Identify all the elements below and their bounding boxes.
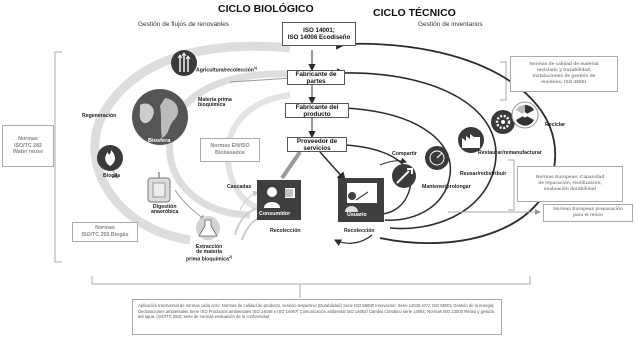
maintain-label: Mantener/prolongar (422, 184, 471, 190)
left-bracket (54, 51, 62, 263)
anaerobic-digestion-label: Digestión anaeróbica (151, 204, 179, 216)
tech-cycle-title: CICLO TÉCNICO (373, 7, 456, 19)
norms-recycled-material-box: Normas de calidad de material reciclado … (510, 56, 618, 92)
collection-tech-label: Recolección (344, 228, 375, 234)
right-bracket-top (500, 61, 507, 101)
right-bracket-mid (508, 159, 515, 211)
consumer-label: Consumidor (259, 211, 291, 217)
remanufacture-label: Restaurar/remanufacturar (478, 150, 542, 156)
product-manufacturer-box: Fabricante del producto (285, 103, 349, 118)
tech-cycle-subtitle: Gestión de inventarios (418, 21, 483, 28)
consumer-icon (257, 180, 301, 220)
biosphere-label: Biosfera (148, 138, 171, 144)
extraction-flask-icon (196, 216, 220, 240)
tech-arc-remanufacture (336, 68, 497, 230)
factory-icon (458, 127, 484, 153)
agriculture-label: Agricultura/recolección1) (196, 66, 258, 74)
biosphere-globe-icon (132, 89, 188, 145)
user-presenter-icon (338, 178, 384, 222)
reuse-label: Reusar/redistribuir (460, 171, 507, 177)
cascades-label: Cascadas (227, 184, 252, 190)
bottom-bracket (91, 276, 531, 285)
bio-cycle-subtitle: Gestión de flujos de renovables (138, 21, 230, 28)
transversal-norms-box: Aplicación transversal de normas cada ci… (132, 299, 502, 335)
extraction-label: Extracción de materia prima bioquímica2) (186, 244, 233, 263)
anaerobic-digestion-icon (147, 172, 171, 203)
tech-arc-maintain (337, 140, 412, 215)
collection-bio-label: Recolección (270, 228, 301, 234)
agriculture-icon (171, 50, 197, 76)
norms-reuse-preparation-box: Normas Europeas preparación para el reús… (543, 204, 633, 222)
tech-arc-reuse (337, 103, 452, 221)
biochemical-feedstock-label: Materia prima bioquímica (198, 97, 232, 109)
tech-arc-recycle (335, 38, 556, 245)
gear-icon (491, 110, 515, 134)
iso-14001-box: ISO 14001; ISO 14006 Ecodiseño (282, 22, 356, 46)
share-label: Compartir (392, 151, 417, 157)
maintenance-gauge-icon (425, 146, 449, 170)
wrench-icon (392, 164, 416, 188)
norms-en-iso-biobased-box: Normas EN/ISO Biobasados (200, 138, 260, 162)
norms-repairability-box: Normas Europeas: Capacidad de reparación… (517, 166, 623, 202)
parts-manufacturer-box: Fabricante de partes (287, 70, 345, 85)
regeneration-label: Regeneración (82, 113, 117, 119)
user-label: Usuario (347, 212, 367, 218)
norms-iso-tc282-box: Normas ISO/TC 282 Water reuse (2, 125, 54, 167)
biogas-label: Biogás (103, 173, 121, 179)
biogas-flame-icon (97, 145, 123, 171)
bio-cycle-title: CICLO BIOLÓGICO (218, 3, 314, 15)
bio-arc-outer (90, 41, 291, 245)
recycle-label: Reciclar (545, 122, 566, 128)
norms-iso-tc255-box: Normas ISO/TC 255 Biogás (72, 222, 138, 242)
recycle-icon (511, 101, 539, 129)
service-provider-box: Proveedor de servicios (287, 137, 347, 152)
